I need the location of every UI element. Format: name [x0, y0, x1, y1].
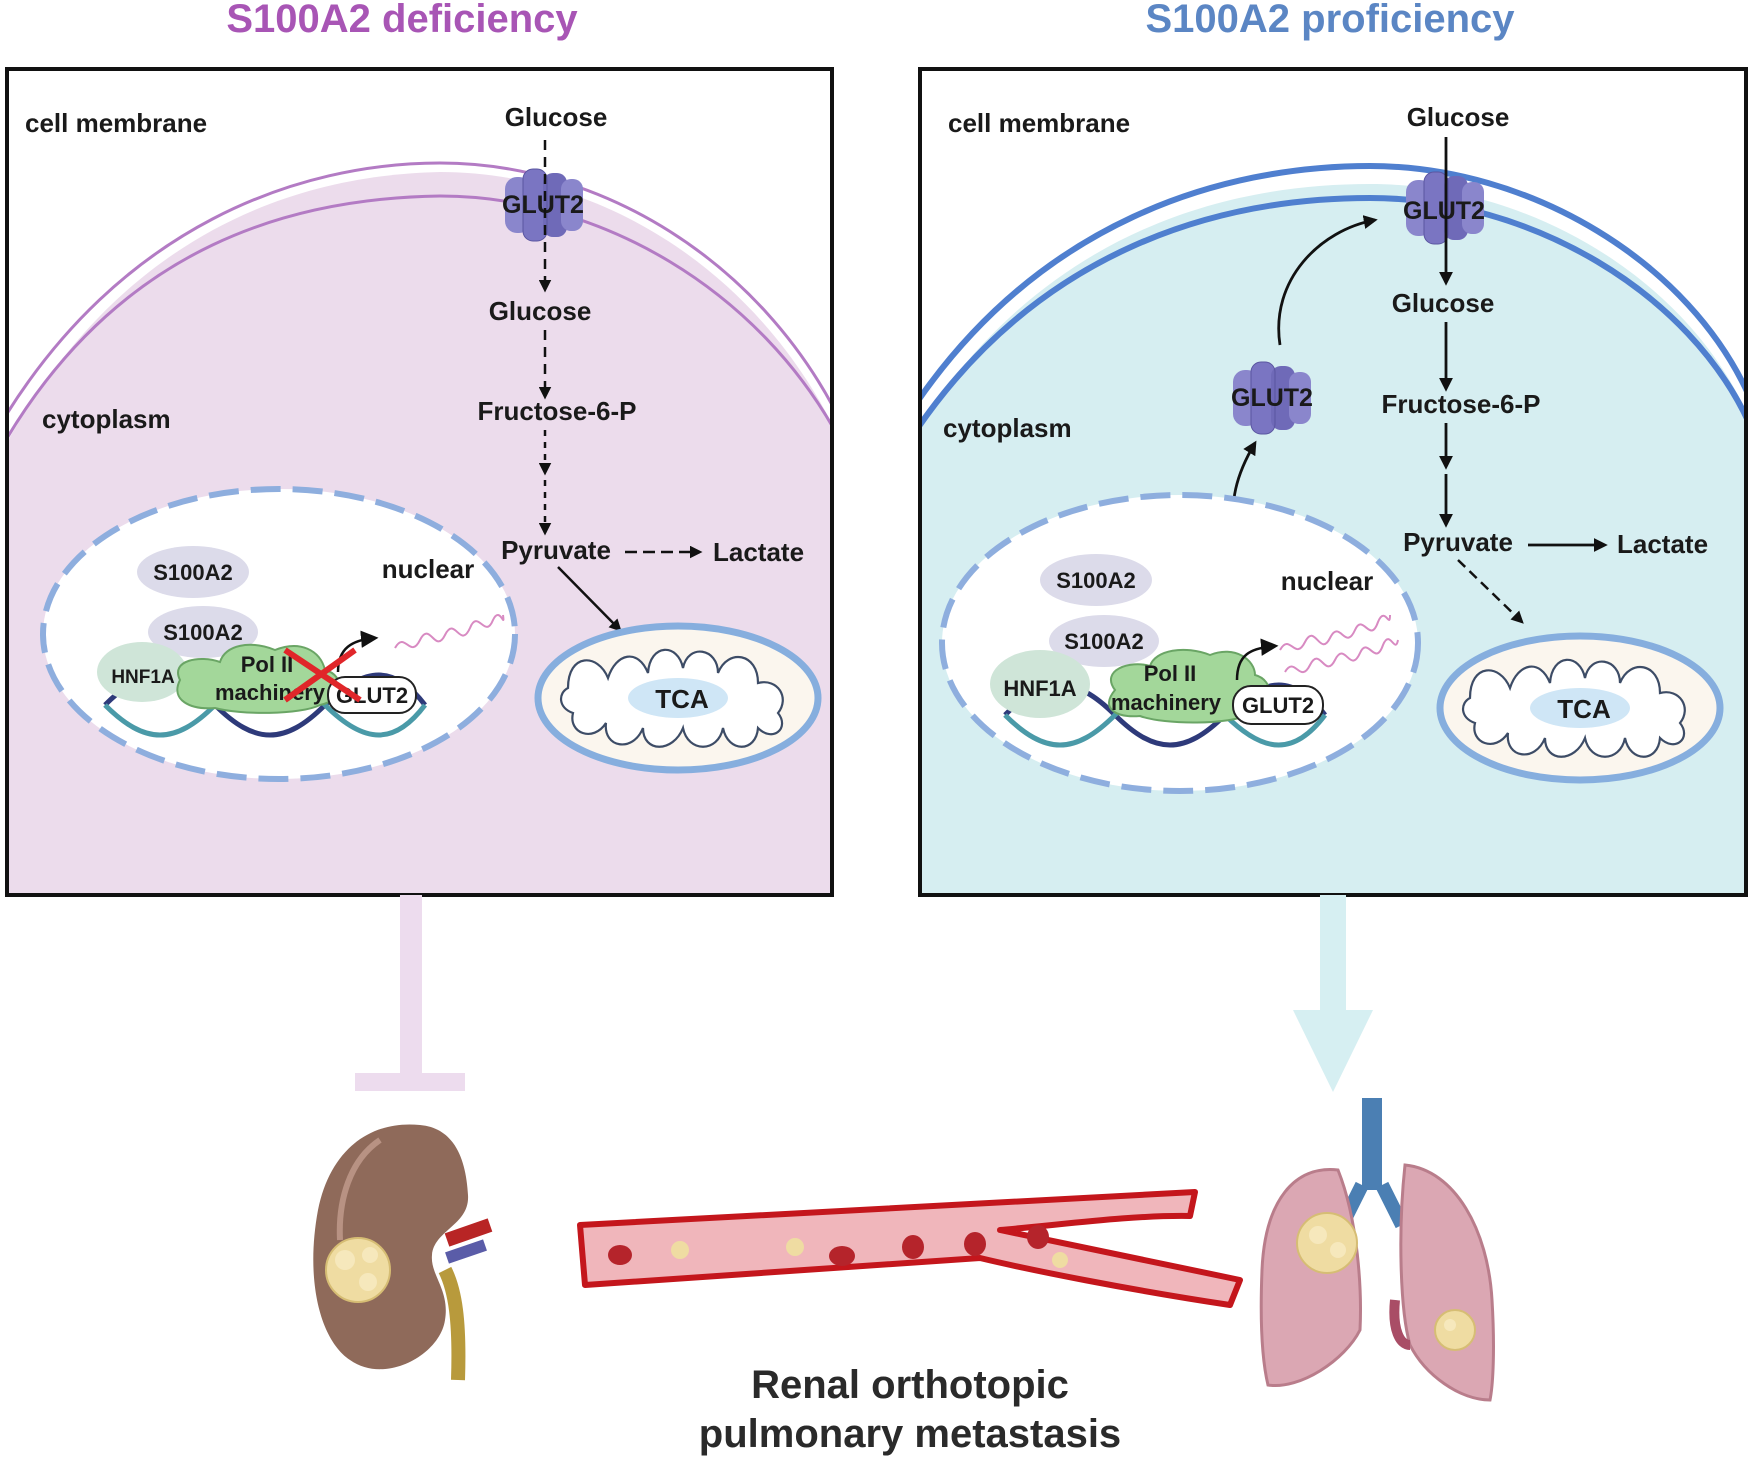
right-nuclear-label: nuclear — [1281, 566, 1374, 596]
right-pyruvate: Pyruvate — [1403, 527, 1513, 557]
right-pol-line2: machinery — [1111, 690, 1222, 715]
right-mrna — [1279, 614, 1399, 673]
left-pyruvate: Pyruvate — [501, 535, 611, 565]
right-nucleus — [939, 492, 1421, 794]
right-hnf1a-label: HNF1A — [1003, 676, 1076, 701]
left-hnf1a — [97, 642, 187, 702]
left-hnf1a-label: HNF1A — [111, 667, 175, 688]
left-fructose: Fructose-6-P — [478, 396, 637, 426]
inhibition-bar — [355, 895, 465, 1091]
left-s100a2-top-label: S100A2 — [153, 560, 233, 585]
left-s100a2-bottom — [148, 606, 258, 658]
left-membrane-label: cell membrane — [25, 108, 207, 138]
right-pol-line1: Pol II — [1144, 661, 1197, 686]
right-glucose-outside: Glucose — [1407, 102, 1510, 132]
left-mrna — [394, 614, 505, 649]
left-glut2-gene-label: GLUT2 — [336, 683, 408, 708]
left-cytoplasm-label: cytoplasm — [42, 404, 171, 434]
bottom-caption-line2: pulmonary metastasis — [699, 1412, 1121, 1456]
right-fructose: Fructose-6-P — [1382, 389, 1541, 419]
right-s100a2-top — [1040, 554, 1152, 606]
right-panel: cell membrane cytoplasm Glucose GLUT2 Gl… — [918, 67, 1748, 897]
left-s100a2-top — [137, 546, 249, 598]
blood-vessel-icon — [577, 1189, 1243, 1308]
right-transcription-arrow — [1235, 638, 1279, 681]
right-glut2-membrane: GLUT2 — [1403, 197, 1485, 225]
right-pol-ii-machinery — [1108, 648, 1271, 724]
right-title: S100A2 proficiency — [1145, 0, 1515, 41]
kidney-icon — [313, 1124, 493, 1381]
left-block-x-icon — [283, 647, 362, 703]
left-transcription-arrow — [336, 630, 379, 673]
bottom-caption-line1: Renal orthotopic — [751, 1363, 1069, 1407]
right-glucose-inside: Glucose — [1392, 288, 1495, 318]
right-glut2-gene — [1232, 685, 1324, 725]
right-cytoplasm-label: cytoplasm — [943, 413, 1072, 443]
promotion-arrow — [1293, 895, 1373, 1092]
right-tca: TCA — [1557, 694, 1611, 724]
left-glucose-outside: Glucose — [505, 102, 608, 132]
right-glut2-translocation-arrow — [1277, 215, 1378, 346]
left-glut2-gene — [327, 676, 417, 714]
left-title: S100A2 deficiency — [226, 0, 578, 41]
right-s100a2-top-label: S100A2 — [1056, 568, 1136, 593]
left-tca: TCA — [655, 684, 709, 714]
right-lactate: Lactate — [1617, 529, 1708, 559]
left-pyruvate-tca-arrow — [557, 566, 622, 632]
right-glut2-gene-label: GLUT2 — [1242, 693, 1314, 718]
left-glut2-membrane: GLUT2 — [502, 191, 584, 219]
lung-icon — [1259, 1098, 1495, 1402]
left-nuclear-label: nuclear — [382, 554, 475, 584]
left-s100a2-bottom-label: S100A2 — [163, 620, 243, 645]
left-pol-line1: Pol II — [241, 652, 294, 677]
right-s100a2-bottom-label: S100A2 — [1064, 629, 1144, 654]
right-s100a2-bottom — [1049, 615, 1159, 667]
left-glucose-inside: Glucose — [489, 296, 592, 326]
right-glut2-cyto: GLUT2 — [1231, 384, 1313, 412]
right-membrane-label: cell membrane — [948, 108, 1130, 138]
right-hnf1a — [990, 650, 1090, 718]
left-lactate: Lactate — [713, 537, 804, 567]
left-panel: cell membrane cytoplasm Glucose GLUT2 Gl… — [5, 67, 834, 897]
